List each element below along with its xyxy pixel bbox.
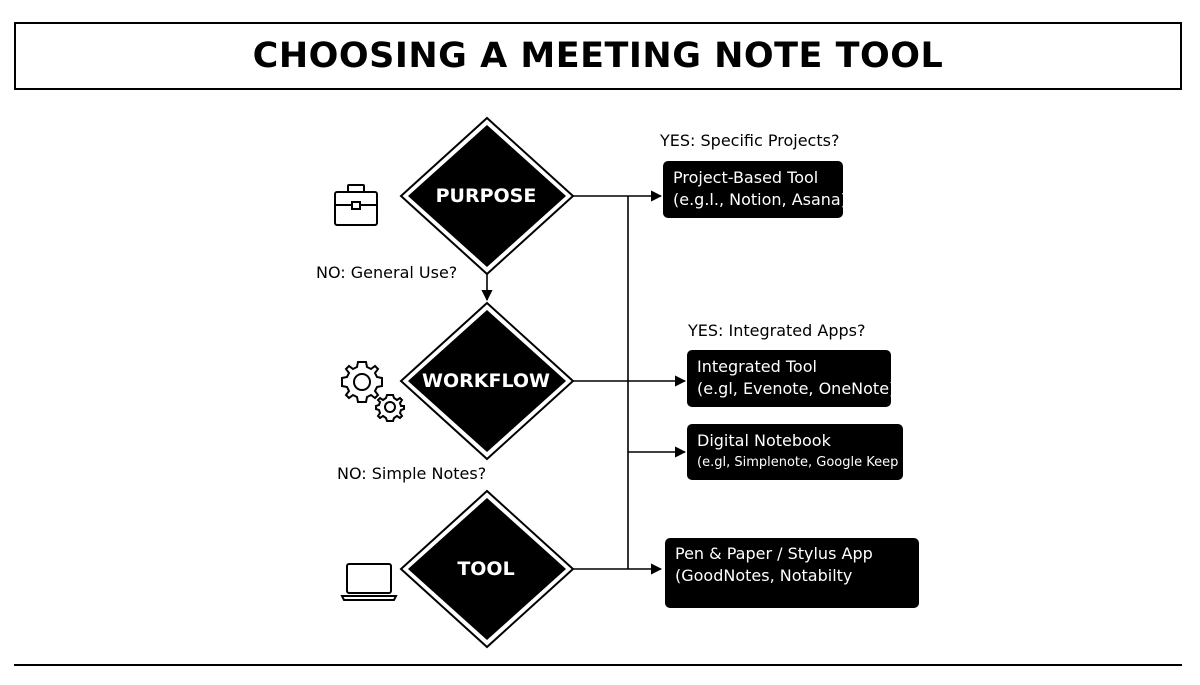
purpose-no-label: NO: General Use? <box>316 263 458 282</box>
purpose-diamond <box>399 116 575 276</box>
workflow-label: WORKFLOW <box>422 370 550 392</box>
result-digital-notebook-title: Digital Notebook <box>697 431 831 450</box>
workflow-no-label: NO: Simple Notes? <box>337 464 487 483</box>
purpose-label: PURPOSE <box>435 185 537 207</box>
tool-label: TOOL <box>457 558 515 580</box>
briefcase-icon <box>333 183 379 231</box>
result-pen-paper-title: Pen & Paper / Stylus App <box>675 544 873 563</box>
result-project-based-title: Project-Based Tool <box>673 168 819 187</box>
result-project-based: Project-Based Tool (e.g.l., Notion, Asan… <box>663 161 847 218</box>
laptop-icon <box>340 562 398 606</box>
result-integrated-title: Integrated Tool <box>697 357 817 376</box>
title-banner: CHOOSING A MEETING NOTE TOOL <box>14 22 1182 90</box>
bottom-divider <box>14 664 1182 666</box>
result-digital-notebook: Digital Notebook (e.gl, Simplenote, Goog… <box>687 424 903 480</box>
result-project-based-examples: (e.g.l., Notion, Asana) <box>673 190 847 209</box>
tool-diamond <box>399 489 575 649</box>
result-integrated-examples: (e.gl, Evenote, OneNote) <box>697 379 896 398</box>
workflow-yes-label: YES: Integrated Apps? <box>688 321 866 340</box>
result-digital-notebook-examples: (e.gl, Simplenote, Google Keep <box>697 455 899 470</box>
result-pen-paper: Pen & Paper / Stylus App (GoodNotes, Not… <box>665 538 919 608</box>
workflow-diamond <box>399 301 575 461</box>
page-title: CHOOSING A MEETING NOTE TOOL <box>252 36 944 76</box>
gears-icon <box>338 358 408 428</box>
result-pen-paper-examples: (GoodNotes, Notabilty <box>675 566 853 585</box>
result-integrated: Integrated Tool (e.gl, Evenote, OneNote) <box>687 350 896 407</box>
purpose-yes-label: YES: Specific Projects? <box>660 131 840 150</box>
